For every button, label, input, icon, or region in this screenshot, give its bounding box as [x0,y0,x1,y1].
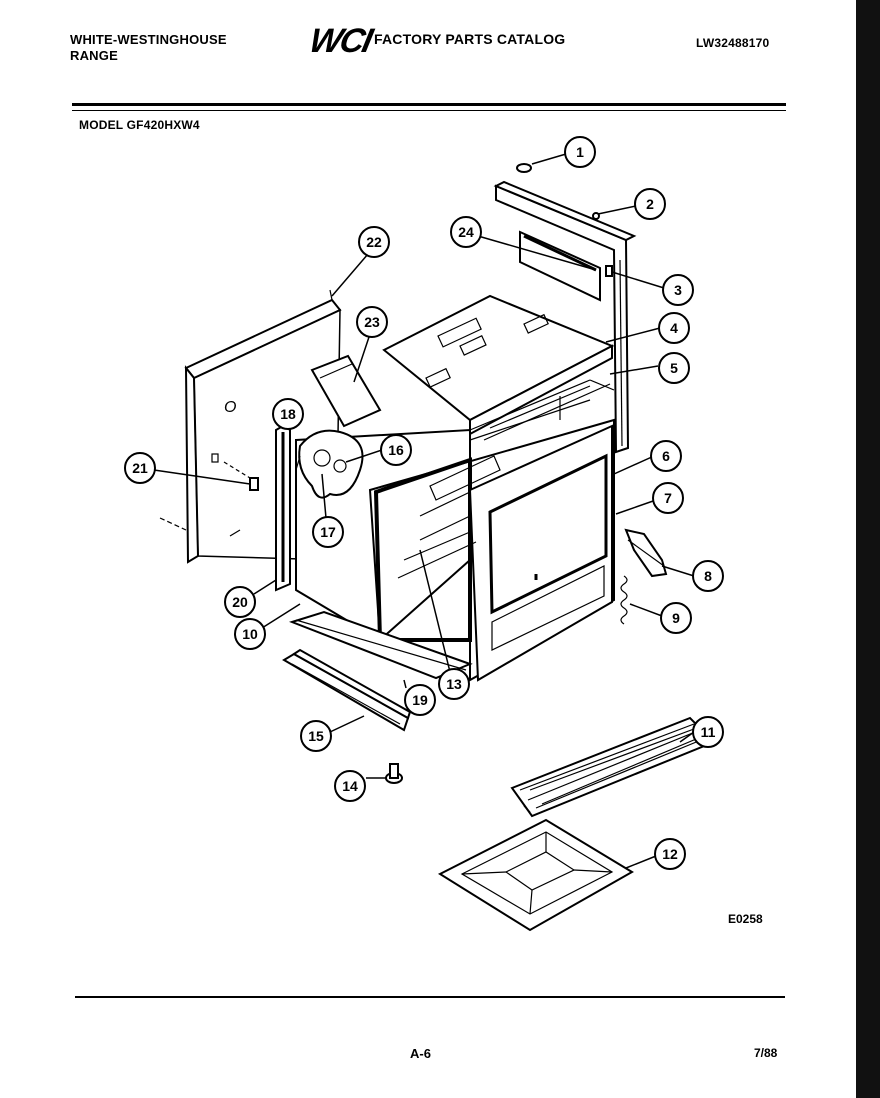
callout-14: 14 [334,770,366,802]
callout-10: 10 [234,618,266,650]
callout-16: 16 [380,434,412,466]
callout-7: 7 [652,482,684,514]
leveling-leg [385,763,403,784]
leader-lines [153,153,695,869]
page-number: A-6 [410,1046,431,1061]
product-type: RANGE [70,48,118,63]
callout-20: 20 [224,586,256,618]
callout-18-label: 18 [280,406,296,422]
callout-9-label: 9 [672,610,680,626]
callout-12: 12 [654,838,686,870]
callout-12-label: 12 [662,846,678,862]
callout-16-label: 16 [388,442,404,458]
callout-11-label: 11 [701,724,716,740]
callout-19: 19 [404,684,436,716]
control-hood [310,354,382,428]
figure-code: E0258 [728,912,763,926]
model-label: MODEL GF420HXW4 [79,118,200,132]
callout-15-label: 15 [308,728,324,744]
callout-13-label: 13 [446,676,462,692]
callout-3: 3 [662,274,694,306]
kick-plate [282,648,412,732]
scan-edge-shadow [856,0,880,1098]
date-code: 7/88 [754,1046,778,1060]
header-rule-thin [72,110,786,111]
callout-24: 24 [450,216,482,248]
callout-9: 9 [660,602,692,634]
footer-rule [75,996,785,998]
callout-1-label: 1 [576,144,584,160]
back-panel [493,180,637,454]
callout-4-label: 4 [670,320,678,336]
callout-22: 22 [358,226,390,258]
top-frame [382,294,615,436]
callout-13: 13 [438,668,470,700]
catalog-title: FACTORY PARTS CATALOG [374,31,566,47]
callout-10-label: 10 [242,626,258,642]
callout-17: 17 [312,516,344,548]
callout-8-label: 8 [704,568,712,584]
header-rule [72,103,786,106]
callout-6: 6 [650,440,682,472]
callout-23: 23 [356,306,388,338]
broiler-pan [288,610,473,680]
callout-15: 15 [300,720,332,752]
callout-22-label: 22 [366,234,382,250]
callout-3-label: 3 [674,282,682,298]
callout-24-label: 24 [458,224,474,240]
hinge-and-spring [620,528,668,625]
brand-name: WHITE-WESTINGHOUSE [70,32,227,47]
callout-2: 2 [634,188,666,220]
callout-6-label: 6 [662,448,670,464]
oven-rack [510,716,716,818]
callout-2-label: 2 [646,196,654,212]
callout-18: 18 [272,398,304,430]
svg-text:O: O [224,399,236,416]
document-number: LW32488170 [696,36,770,50]
control-valve-assembly [295,429,364,499]
callout-19-label: 19 [412,692,428,708]
broiler-tray [437,818,634,932]
callout-8: 8 [692,560,724,592]
callout-17-label: 17 [320,524,336,540]
callout-20-label: 20 [232,594,248,610]
callout-11: 11 [692,716,724,748]
callout-4: 4 [658,312,690,344]
front-side-trim [275,420,291,592]
callout-21-label: 21 [132,460,148,476]
callout-1: 1 [564,136,596,168]
callout-14-label: 14 [342,778,358,794]
callout-5-label: 5 [670,360,678,376]
callout-21: 21 [124,452,156,484]
callout-7-label: 7 [664,490,672,506]
callout-23-label: 23 [364,314,380,330]
callout-5: 5 [658,352,690,384]
